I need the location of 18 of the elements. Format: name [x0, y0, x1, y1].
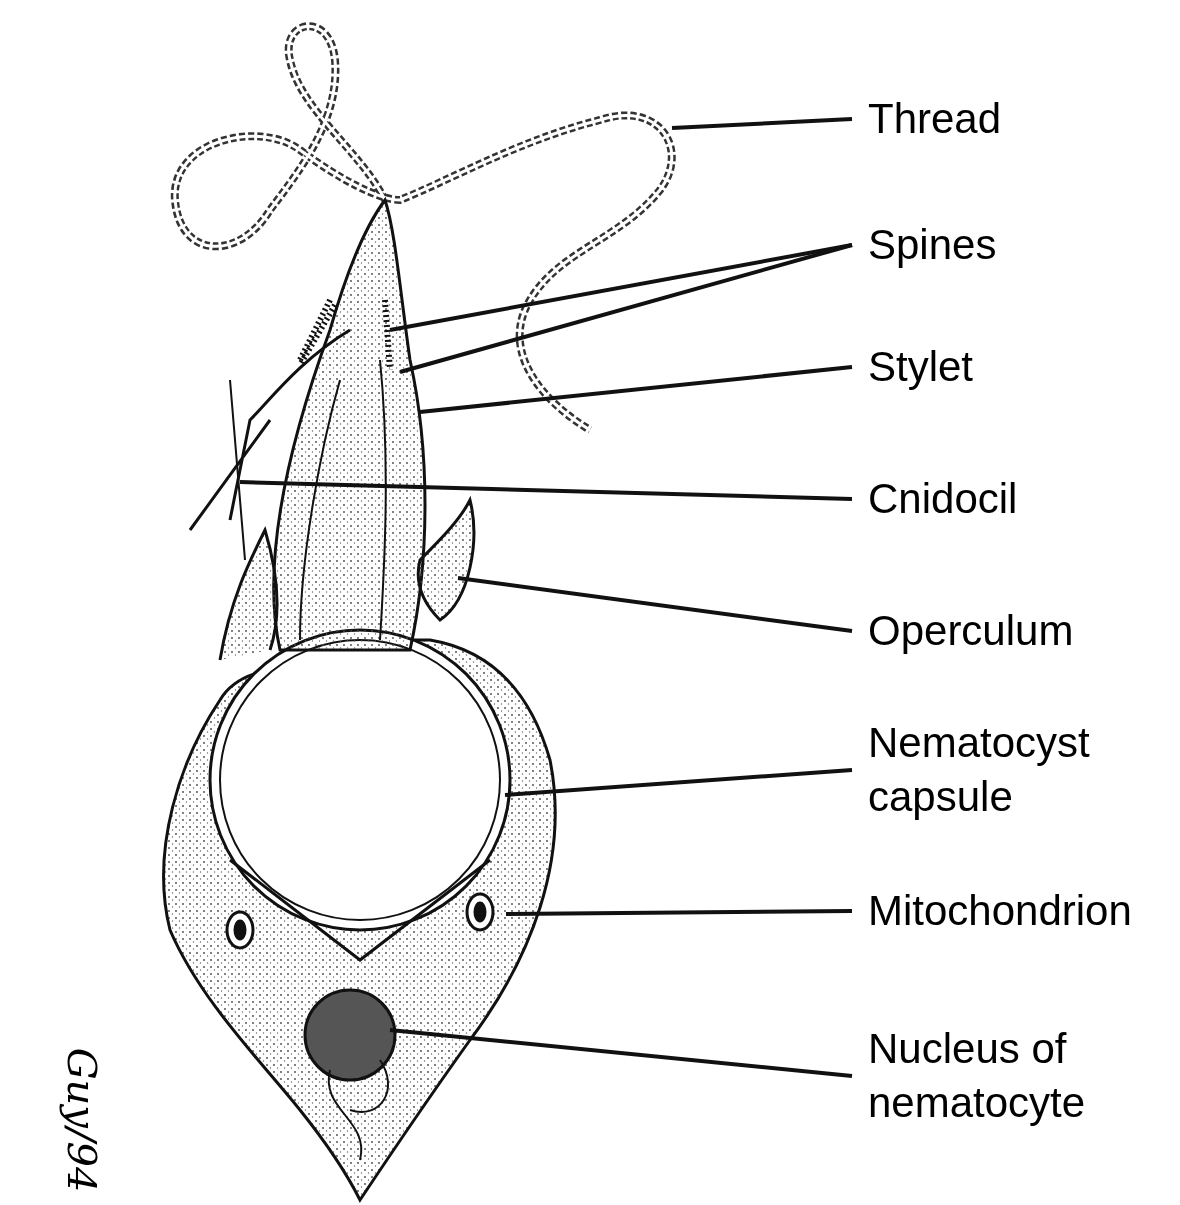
- part-label: Stylet: [868, 340, 1158, 394]
- part-label: Nematocyst capsule: [868, 716, 1168, 824]
- part-label: Mitochondrion: [868, 884, 1178, 938]
- artist-signature: Guy/94: [58, 1047, 107, 1193]
- leader-line: [504, 768, 853, 797]
- leader-line: [506, 909, 852, 916]
- leader-line: [239, 480, 853, 501]
- leader-line: [457, 576, 853, 633]
- leader-line: [389, 1028, 853, 1078]
- leader-line: [389, 243, 853, 332]
- part-label: Thread: [868, 92, 1158, 146]
- part-label: Operculum: [868, 604, 1168, 658]
- leader-line: [419, 365, 853, 414]
- part-label: Spines: [868, 218, 1158, 272]
- part-label: Nucleus of nematocyte: [868, 1022, 1168, 1130]
- leader-line: [399, 243, 853, 374]
- leader-line: [671, 117, 853, 130]
- part-label: Cnidocil: [868, 472, 1158, 526]
